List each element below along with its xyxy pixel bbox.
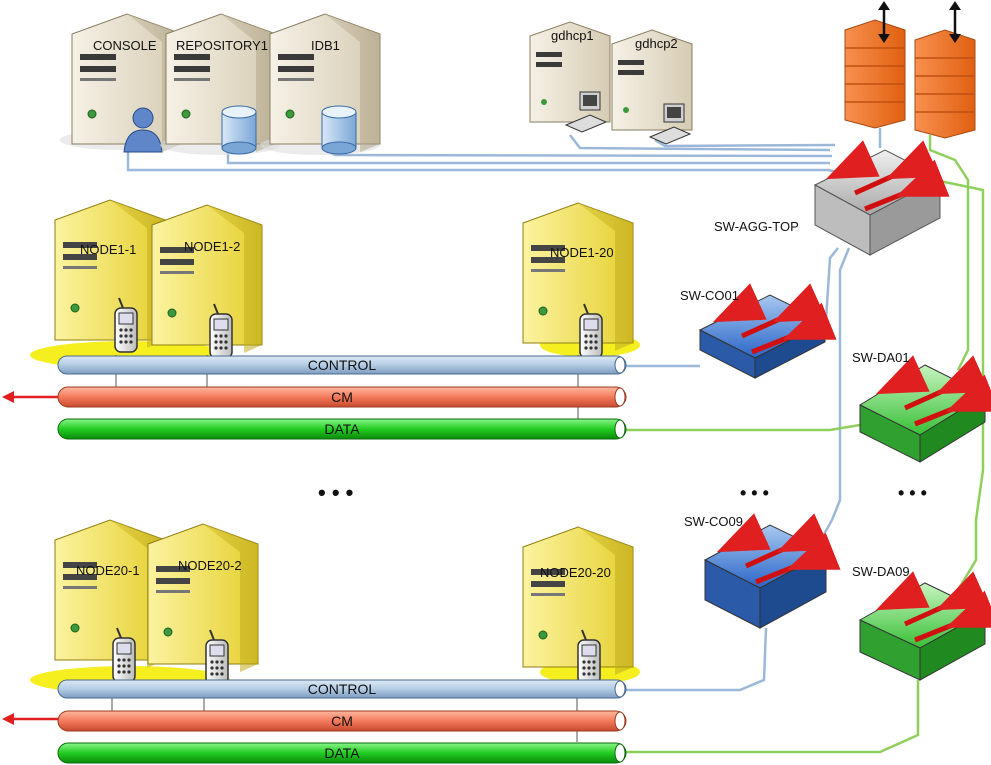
idb-server: IDB1	[260, 13, 381, 155]
da01-switch	[858, 364, 987, 463]
dhcp1-label: gdhcp1	[551, 28, 594, 43]
cm-bus: CM	[2, 710, 627, 732]
data-bus-label: DATA	[324, 745, 360, 761]
workstation-icon	[564, 91, 608, 133]
da09-switch-label: SW-DA09	[852, 564, 910, 579]
double-arrow-icon	[949, 1, 961, 43]
cm-bus-label: CM	[331, 389, 353, 405]
node-groups-ellipsis: • • •	[318, 480, 353, 505]
data-links	[626, 135, 985, 754]
co01-switch-label: SW-CO01	[680, 288, 739, 303]
dhcp2-label: gdhcp2	[635, 36, 678, 51]
node-label: NODE20-2	[178, 558, 242, 573]
control-bus-label: CONTROL	[308, 357, 377, 373]
control-bus-label: CONTROL	[308, 681, 377, 697]
data-bus: DATA	[57, 742, 627, 764]
dhcp2-server: gdhcp2	[611, 29, 693, 145]
node-label: NODE20-20	[540, 565, 611, 580]
data-bus: DATA	[57, 418, 627, 440]
node-group-bottom: NODE20-1 NODE20-2 NODE20-20 CONTROL CM D…	[2, 519, 640, 764]
control-bus: CONTROL	[57, 679, 627, 699]
da01-switch-label: SW-DA01	[852, 350, 910, 365]
node-label: NODE20-1	[76, 563, 140, 578]
co09-switch	[703, 524, 828, 629]
repository-server: REPOSITORY1	[160, 13, 280, 155]
cm-bus-label: CM	[331, 713, 353, 729]
co09-switch-label: SW-CO09	[684, 514, 743, 529]
agg-switch	[813, 149, 942, 256]
database-icon	[221, 105, 257, 155]
node-label: NODE1-2	[184, 239, 240, 254]
user-icon	[123, 107, 163, 153]
node-group-top: NODE1-1 NODE1-2 NODE1-20 CONTROL CM DATA	[2, 199, 640, 440]
firewall-2	[914, 1, 976, 139]
agg-switch-label: SW-AGG-TOP	[714, 219, 799, 234]
idb-label: IDB1	[311, 38, 340, 53]
da-switches-ellipsis: • • •	[898, 483, 927, 503]
console-server: CONSOLE	[60, 13, 183, 153]
console-label: CONSOLE	[93, 38, 157, 53]
control-bus: CONTROL	[57, 355, 627, 375]
node-label: NODE1-20	[550, 245, 614, 260]
co01-switch	[698, 294, 827, 379]
da09-switch	[858, 582, 987, 681]
firewall-1	[844, 1, 906, 129]
node-label: NODE1-1	[80, 242, 136, 257]
repository-label: REPOSITORY1	[176, 38, 268, 53]
data-bus-label: DATA	[324, 421, 360, 437]
database-icon	[321, 105, 357, 155]
double-arrow-icon	[878, 1, 890, 43]
cm-bus: CM	[2, 386, 627, 408]
workstation-icon	[648, 103, 692, 145]
dhcp1-server: gdhcp1	[529, 21, 611, 133]
co-switches-ellipsis: • • •	[740, 483, 769, 503]
